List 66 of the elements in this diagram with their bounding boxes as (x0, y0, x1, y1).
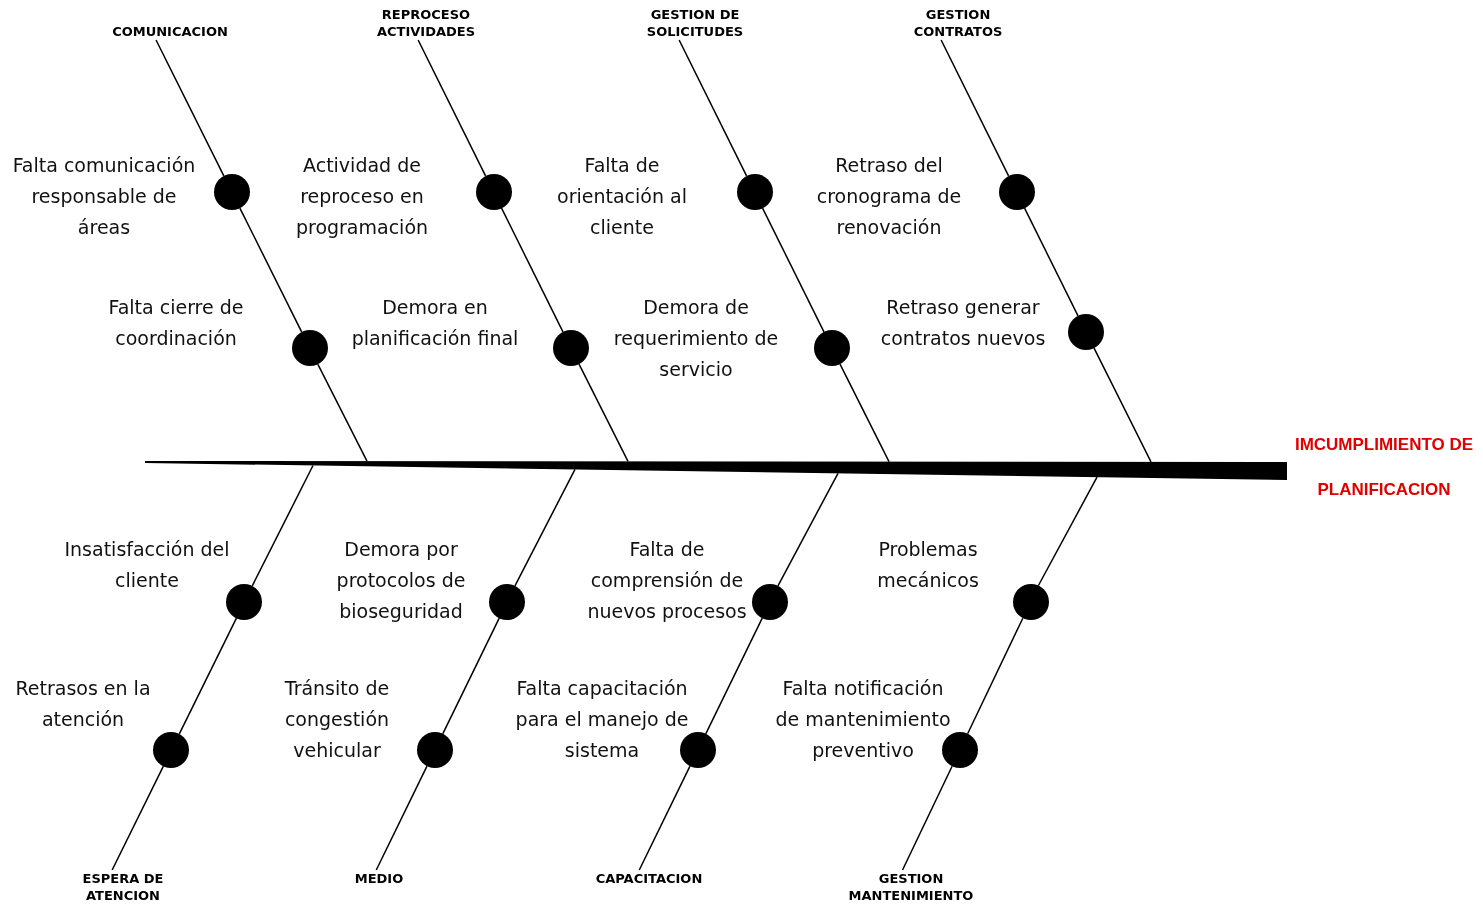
cause-dot (552, 330, 589, 366)
bone-line (940, 39, 1010, 177)
cause-text: Demora por protocolos de bioseguridad (335, 537, 467, 624)
bone-line (442, 617, 500, 735)
category-label: GESTION DE SOLICITUDES (620, 6, 770, 40)
category-label: MEDIO (304, 870, 454, 887)
cause-dot (291, 330, 328, 366)
effect-label: IMCUMPLIMIENTO DE PLANIFICACION (1293, 434, 1475, 501)
bone-line (375, 765, 428, 871)
cause-text: Problemas mecánicos (876, 537, 980, 593)
cause-dot (736, 174, 773, 210)
cause-text: Retraso generar contratos nuevos (879, 295, 1047, 351)
category-label: GESTION CONTRATOS (883, 6, 1033, 40)
cause-text: Falta de orientación al cliente (556, 153, 688, 240)
cause-dot (1012, 584, 1049, 620)
bone-line (178, 617, 238, 735)
cause-dot (475, 174, 512, 210)
cause-dot (489, 584, 526, 620)
bone-line (901, 765, 953, 871)
bone-line (500, 207, 564, 333)
cause-dot (752, 584, 789, 620)
category-label: GESTION MANTENIMIENTO (836, 870, 986, 904)
cause-text: Actividad de reproceso en programación (294, 153, 430, 240)
cause-text: Demora de requerimiento de servicio (612, 295, 780, 382)
bone-line (239, 207, 303, 333)
cause-text: Retraso del cronograma de renovación (815, 153, 963, 240)
bone-line (578, 363, 629, 463)
category-label: ESPERA DE ATENCION (48, 870, 198, 904)
bone-line (777, 472, 839, 587)
cause-dot (1068, 314, 1104, 350)
cause-text: Retrasos en la atención (14, 676, 152, 732)
bone-line (251, 464, 314, 587)
cause-text: Tránsito de congestión vehicular (283, 676, 391, 763)
bone-line (678, 39, 748, 177)
category-label: REPROCESO ACTIVIDADES (351, 6, 501, 40)
bone-line (1037, 476, 1098, 587)
bone-line (761, 207, 825, 333)
bone-line (705, 617, 763, 735)
cause-text: Falta notificación de mantenimiento preventivo (774, 676, 952, 763)
bone-line (317, 363, 368, 462)
cause-text: Falta capacitación para el manejo de sistema (514, 676, 690, 763)
bone-line (111, 765, 165, 871)
category-label: CAPACITACION (574, 870, 724, 887)
bone-line (514, 468, 576, 587)
bone-line (155, 39, 225, 177)
cause-text: Falta cierre de coordinación (107, 295, 245, 351)
bone-line (417, 39, 487, 177)
cause-dot (679, 732, 716, 768)
cause-dot (813, 330, 850, 366)
cause-dot (416, 732, 453, 768)
cause-dot (153, 732, 190, 768)
cause-dot (998, 174, 1035, 210)
bone-line (839, 363, 890, 463)
cause-text: Falta comunicación responsable de áreas (11, 153, 197, 240)
category-label: COMUNICACION (95, 23, 245, 40)
cause-text: Demora en planificación final (350, 295, 520, 351)
spine-arrow (145, 460, 1287, 481)
cause-dot (226, 584, 263, 620)
cause-dot (213, 174, 250, 210)
cause-text: Falta de comprensión de nuevos procesos (586, 537, 748, 624)
bone-line (638, 765, 691, 871)
cause-dot (941, 732, 978, 768)
bone-line (1093, 347, 1152, 463)
bone-line (966, 617, 1024, 735)
cause-text: Insatisfacción del cliente (63, 537, 231, 593)
bone-line (1023, 207, 1079, 317)
